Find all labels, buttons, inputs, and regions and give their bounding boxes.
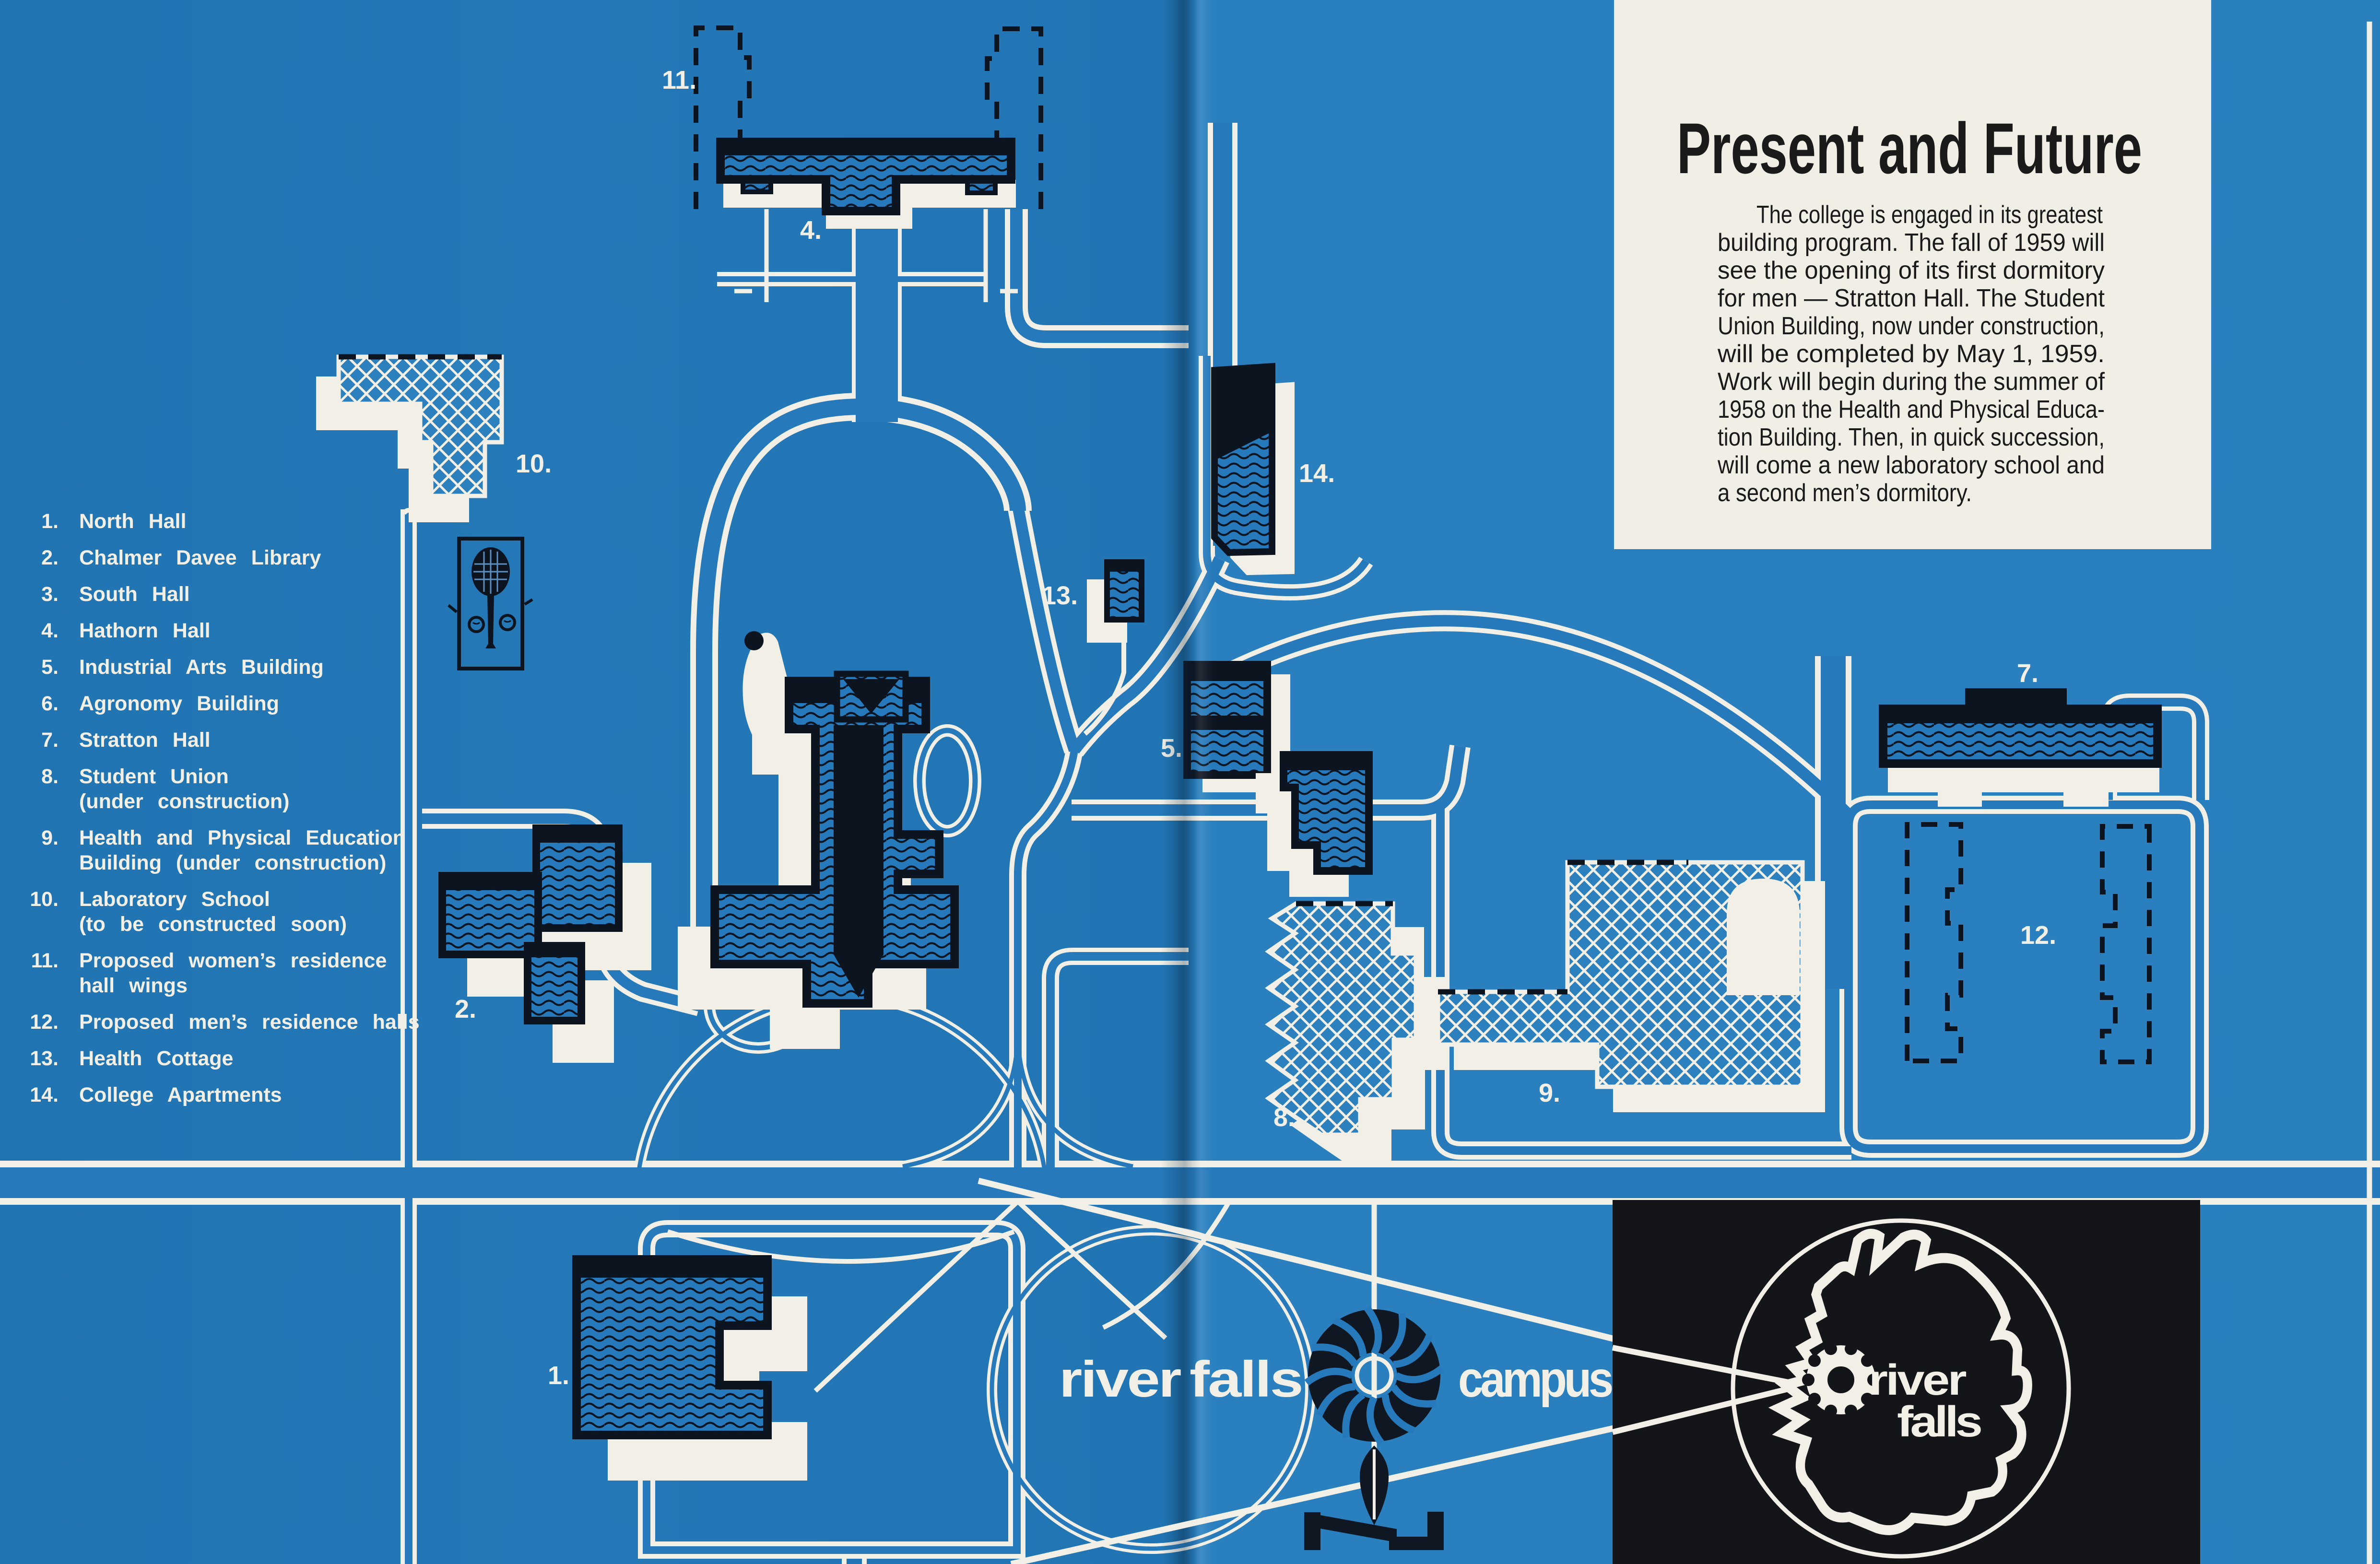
svg-text:Building (under construction): Building (under construction) — [79, 851, 386, 874]
svg-text:see the opening of its first d: see the opening of its first dormitory — [1718, 257, 2105, 284]
svg-text:10.: 10. — [30, 888, 59, 911]
svg-text:11.: 11. — [662, 66, 696, 94]
svg-text:Chalmer Davee Library: Chalmer Davee Library — [79, 546, 321, 569]
svg-text:Present and Future: Present and Future — [1677, 108, 2142, 188]
svg-text:13.: 13. — [30, 1047, 59, 1070]
svg-text:3.: 3. — [762, 980, 783, 1009]
svg-text:South Hall: South Hall — [79, 583, 190, 606]
svg-text:(under construction): (under construction) — [79, 790, 289, 813]
svg-text:12.: 12. — [30, 1011, 59, 1034]
svg-text:(to be constructed soon): (to be constructed soon) — [79, 913, 347, 936]
svg-text:College Apartments: College Apartments — [79, 1083, 282, 1106]
svg-text:9.: 9. — [41, 826, 59, 849]
svg-text:1.: 1. — [41, 510, 59, 533]
svg-text:Stratton Hall: Stratton Hall — [79, 729, 211, 752]
svg-text:river: river — [1059, 1351, 1181, 1408]
svg-text:Industrial Arts Building: Industrial Arts Building — [79, 656, 324, 679]
svg-text:falls: falls — [1897, 1398, 1981, 1446]
svg-text:Hathorn Hall: Hathorn Hall — [79, 619, 211, 642]
svg-text:1958 on the Health and Physica: 1958 on the Health and Physical Educa- — [1718, 396, 2105, 423]
svg-text:will be completed by May 1, 19: will be completed by May 1, 1959. — [1717, 340, 2105, 368]
svg-text:river: river — [1869, 1356, 1966, 1404]
svg-text:a second men’s dormitory.: a second men’s dormitory. — [1718, 479, 1972, 507]
svg-text:7.: 7. — [2017, 659, 2038, 688]
svg-text:4.: 4. — [41, 619, 59, 642]
svg-text:10.: 10. — [516, 449, 552, 478]
svg-text:8.: 8. — [41, 765, 59, 788]
svg-text:1.: 1. — [548, 1361, 569, 1390]
svg-text:8.: 8. — [1273, 1103, 1295, 1132]
svg-text:2.: 2. — [41, 546, 59, 569]
svg-text:North Hall: North Hall — [79, 510, 186, 533]
svg-text:will come a new laboratory sch: will come a new laboratory school and — [1717, 451, 2105, 479]
svg-text:campus: campus — [1458, 1351, 1612, 1408]
svg-text:3.: 3. — [41, 583, 59, 606]
svg-text:building program. The fall of: building program. The fall of 1959 will — [1718, 229, 2105, 257]
svg-text:13.: 13. — [1042, 581, 1078, 610]
svg-text:Proposed women’s residence: Proposed women’s residence — [79, 949, 387, 972]
svg-text:hall wings: hall wings — [79, 974, 188, 997]
svg-text:Union Building, now under cons: Union Building, now under construction, — [1718, 312, 2105, 340]
svg-text:Agronomy Building: Agronomy Building — [79, 692, 279, 715]
svg-text:9.: 9. — [1539, 1079, 1560, 1107]
svg-text:2.: 2. — [455, 995, 476, 1023]
svg-text:14.: 14. — [1299, 459, 1335, 488]
svg-text:Health Cottage: Health Cottage — [79, 1047, 233, 1070]
svg-text:Student Union: Student Union — [79, 765, 229, 788]
svg-text:Proposed men’s residence halls: Proposed men’s residence halls — [79, 1011, 420, 1034]
svg-text:Health and Physical Education: Health and Physical Education — [79, 826, 405, 849]
svg-text:falls: falls — [1190, 1351, 1302, 1408]
svg-text:The college is engaged in its: The college is engaged in its greatest — [1756, 201, 2103, 229]
svg-text:6.: 6. — [1270, 821, 1292, 850]
svg-text:Laboratory School: Laboratory School — [79, 888, 270, 911]
svg-text:11.: 11. — [31, 949, 59, 972]
svg-text:6.: 6. — [41, 692, 59, 715]
svg-text:for men — Stratton Hall. The S: for men — Stratton Hall. The Student — [1718, 284, 2105, 312]
svg-text:7.: 7. — [41, 729, 59, 752]
svg-text:14.: 14. — [30, 1083, 59, 1106]
svg-text:4.: 4. — [800, 216, 822, 245]
svg-text:12.: 12. — [2020, 921, 2056, 950]
svg-text:tion Building. Then, in quick: tion Building. Then, in quick succession… — [1718, 423, 2105, 451]
svg-text:5.: 5. — [41, 656, 59, 679]
svg-text:Work will begin during the sum: Work will begin during the summer of — [1718, 368, 2105, 396]
